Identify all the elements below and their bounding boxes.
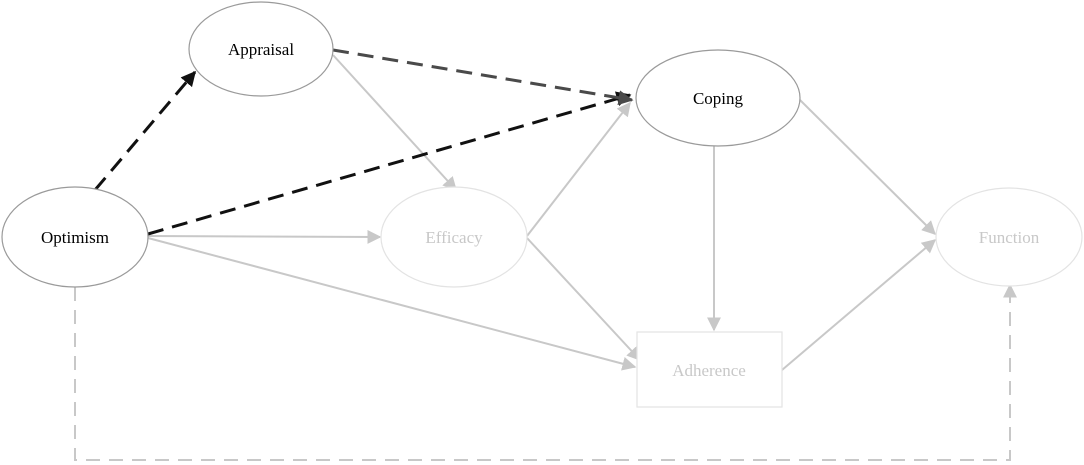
node-optimism-label: Optimism [41, 228, 109, 247]
node-function: Function [935, 187, 1083, 287]
edge-efficacy-adherence [526, 237, 641, 362]
node-adherence: Adherence [636, 331, 783, 408]
edge-adherence-function [781, 239, 937, 371]
node-coping-label: Coping [693, 89, 744, 108]
edge-coping-function [799, 99, 936, 235]
edge-efficacy-coping [526, 101, 631, 237]
edge-optimism-efficacy [147, 229, 382, 244]
node-efficacy: Efficacy [380, 186, 528, 288]
strong-edges [93, 48, 634, 236]
node-optimism: Optimism [1, 186, 149, 288]
edge-optimism-appraisal [93, 70, 197, 191]
edge-optimism-function [74, 283, 1017, 461]
edge-appraisal-coping [332, 48, 634, 106]
node-function-label: Function [979, 228, 1040, 247]
edge-appraisal-efficacy [332, 54, 457, 192]
edge-optimism-adherence [147, 237, 637, 371]
node-efficacy-label: Efficacy [425, 228, 483, 247]
faded-edges [74, 54, 1017, 461]
node-adherence-label: Adherence [672, 361, 746, 380]
node-appraisal: Appraisal [188, 1, 334, 97]
edge-optimism-coping [147, 91, 632, 236]
node-appraisal-label: Appraisal [228, 40, 294, 59]
node-coping: Coping [635, 49, 801, 147]
